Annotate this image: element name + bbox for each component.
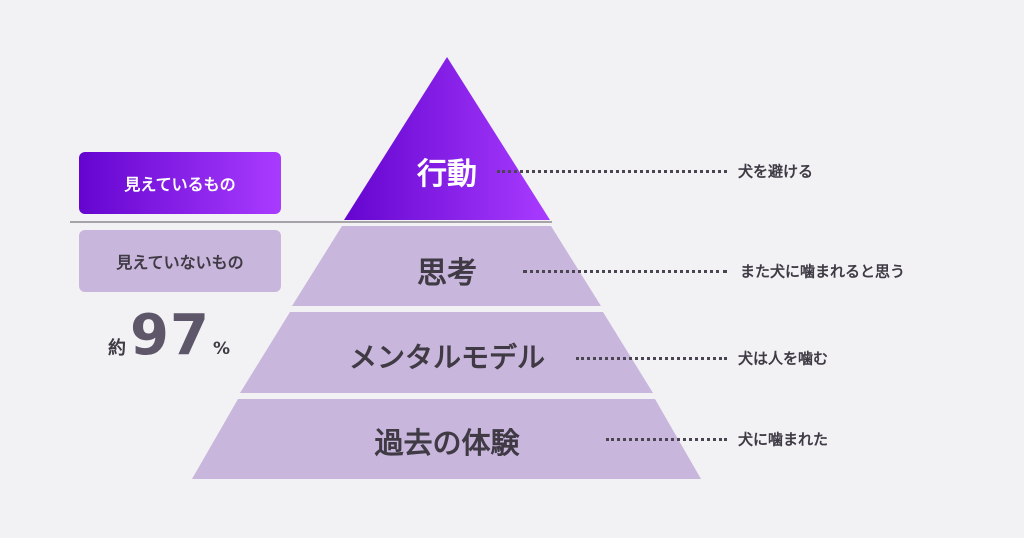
tier-2-label: 思考	[417, 256, 477, 291]
pyramid-tier-4-shape	[192, 399, 701, 479]
pyramid-tier-3-shape	[240, 312, 653, 393]
visible-label-box: 見えているもの	[79, 152, 281, 214]
tier-1-leader	[497, 170, 727, 173]
ratio-value: 97	[130, 303, 210, 368]
hidden-label-box: 見えていないもの	[79, 230, 281, 292]
ratio-prefix: 約	[108, 338, 126, 359]
tier-3-note: 犬は人を噛む	[738, 349, 829, 368]
tier-2-leader	[523, 270, 727, 273]
tier-2-note: また犬に噛まれると思う	[740, 262, 906, 281]
pyramid-tier-2-shape	[292, 226, 601, 306]
tier-4-note: 犬に噛まれた	[738, 430, 829, 449]
ratio-unit: %	[212, 339, 230, 359]
tier-4-leader	[606, 438, 727, 441]
tier-1-label: 行動	[417, 157, 477, 192]
pyramid-tier-1-shape	[344, 57, 550, 220]
tier-3-label: メンタルモデル	[348, 341, 546, 374]
hidden-label: 見えていないもの	[116, 253, 244, 272]
hidden-ratio: 約 97 %	[108, 308, 230, 364]
visibility-divider	[70, 221, 552, 223]
tier-1-note: 犬を避ける	[738, 162, 814, 181]
visible-label: 見えているもの	[124, 175, 236, 194]
tier-3-leader	[576, 357, 727, 360]
tier-4-label: 過去の体験	[374, 426, 520, 460]
